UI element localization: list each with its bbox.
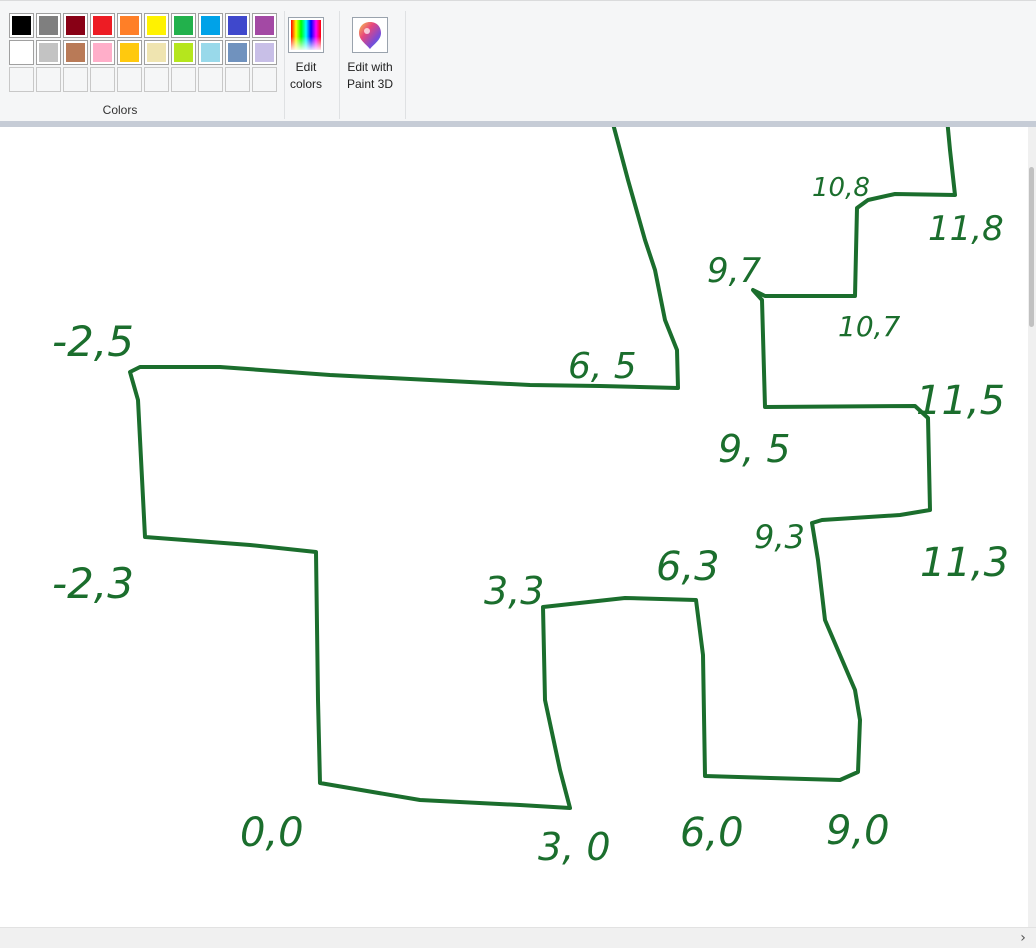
edit-colors-label-line2: colors [289, 77, 322, 91]
color-swatch[interactable] [9, 40, 34, 65]
paint3d-icon [352, 17, 388, 53]
label-11-3: 11,3 [920, 540, 1009, 586]
label-10-8: 10,8 [812, 173, 870, 203]
horizontal-scrollbar[interactable]: › [0, 927, 1036, 948]
color-swatch[interactable] [90, 40, 115, 65]
edit-colors-button[interactable]: Edit colors [274, 13, 338, 103]
custom-color-slot[interactable] [36, 67, 61, 92]
color-swatch[interactable] [225, 40, 250, 65]
label-9-3: 9,3 [754, 518, 805, 556]
color-swatch[interactable] [225, 13, 250, 38]
vertical-scrollbar[interactable] [1028, 127, 1036, 927]
custom-color-slot[interactable] [252, 67, 277, 92]
color-palette [9, 13, 281, 95]
color-swatch[interactable] [198, 40, 223, 65]
color-swatch[interactable] [63, 13, 88, 38]
color-swatch[interactable] [144, 40, 169, 65]
label-9-5: 9, 5 [718, 427, 791, 471]
label-3-0: 3, 0 [538, 825, 611, 869]
label-3-3: 3,3 [484, 569, 544, 613]
edit-with-paint3d-label-line1: Edit with [347, 60, 393, 74]
label-9-0: 9,0 [826, 808, 890, 854]
color-swatch[interactable] [171, 13, 196, 38]
label-11-8: 11,8 [928, 209, 1004, 249]
edit-with-paint3d-label-line2: Paint 3D [346, 77, 394, 91]
custom-color-slot[interactable] [9, 67, 34, 92]
ribbon-separator [339, 11, 340, 119]
custom-color-slot[interactable] [171, 67, 196, 92]
ribbon: Colors Edit colors Edit with [0, 0, 1036, 122]
drawing-surface[interactable]: 6, 911, 910,811,89,710,7-2,56, 511,59, 5… [0, 127, 1036, 927]
color-swatch[interactable] [117, 40, 142, 65]
label-11-5: 11,5 [916, 378, 1005, 424]
label-6-0: 6,0 [680, 810, 744, 856]
color-swatch[interactable] [117, 13, 142, 38]
ribbon-divider [0, 121, 1036, 127]
color-swatch[interactable] [144, 13, 169, 38]
color-swatch[interactable] [198, 13, 223, 38]
edit-with-paint3d-button[interactable]: Edit with Paint 3D [338, 13, 402, 103]
custom-color-slot[interactable] [63, 67, 88, 92]
hand-drawn-polygon [128, 127, 957, 810]
edit-colors-label-line1: Edit [295, 60, 317, 74]
color-swatch[interactable] [36, 40, 61, 65]
scroll-right-icon[interactable]: › [1020, 930, 1026, 946]
ribbon-separator [284, 11, 285, 119]
custom-color-slot[interactable] [225, 67, 250, 92]
label-0-0: 0,0 [240, 810, 304, 856]
label-neg2-5: -2,5 [52, 317, 134, 366]
label-6-3: 6,3 [656, 544, 720, 590]
label-neg2-3: -2,3 [52, 559, 134, 608]
coordinate-labels: 6, 911, 910,811,89,710,7-2,56, 511,59, 5… [52, 173, 1009, 869]
color-swatch[interactable] [36, 13, 61, 38]
scroll-thumb[interactable] [1029, 167, 1034, 327]
color-swatch[interactable] [252, 13, 277, 38]
ribbon-separator [405, 11, 406, 119]
color-swatch[interactable] [63, 40, 88, 65]
label-10-7: 10,7 [838, 310, 901, 343]
color-swatch[interactable] [171, 40, 196, 65]
custom-color-slot[interactable] [144, 67, 169, 92]
custom-color-slot[interactable] [117, 67, 142, 92]
drawing-canvas[interactable]: 6, 911, 910,811,89,710,7-2,56, 511,59, 5… [0, 127, 1036, 927]
custom-color-slot[interactable] [90, 67, 115, 92]
colors-group-label: Colors [102, 103, 138, 117]
color-spectrum-icon [288, 17, 324, 53]
color-swatch[interactable] [252, 40, 277, 65]
label-9-7: 9,7 [707, 251, 761, 291]
color-swatch[interactable] [90, 13, 115, 38]
color-swatch[interactable] [9, 13, 34, 38]
custom-color-slot[interactable] [198, 67, 223, 92]
label-6-5: 6, 5 [568, 346, 637, 387]
